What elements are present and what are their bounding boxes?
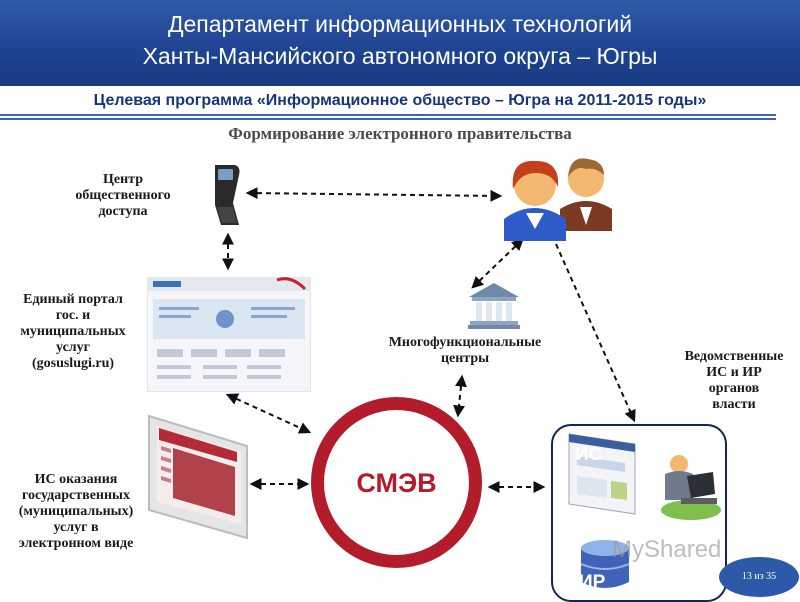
worker-icon	[661, 455, 721, 520]
portal-screenshot	[147, 277, 311, 392]
section-title: Формирование электронного правительства	[228, 124, 572, 143]
divider-bottom	[0, 118, 776, 120]
users-icon	[504, 158, 612, 241]
smev-label: СМЭВ	[356, 468, 437, 498]
is-tag: ИС	[575, 444, 603, 465]
watermark: MyShared	[612, 536, 722, 563]
ir-tag: ИР	[579, 572, 606, 593]
link-users-departmental	[555, 243, 636, 423]
monitor-icon	[148, 414, 248, 540]
link-mfc-smev	[453, 374, 467, 418]
link-portal-smev	[225, 393, 312, 434]
link-users-mfc	[471, 238, 524, 289]
database-icon	[580, 540, 630, 588]
title-line-1: Департамент информационных технологий	[167, 11, 633, 37]
kiosk-icon	[215, 165, 240, 225]
link-access-users	[245, 187, 503, 202]
title-line-2: Ханты-Мансийского автономного округа – Ю…	[142, 43, 658, 69]
departmental-systems-box: ИС ИР	[551, 424, 727, 602]
building-icon	[468, 283, 520, 329]
browser-window-icon	[568, 433, 636, 515]
divider-top	[0, 114, 776, 116]
title-bar: Департамент информационных технологий Ха…	[0, 0, 800, 86]
slide-counter[interactable]: 13 из 35	[719, 557, 799, 597]
program-subtitle: Целевая программа «Информационное общест…	[93, 92, 707, 109]
